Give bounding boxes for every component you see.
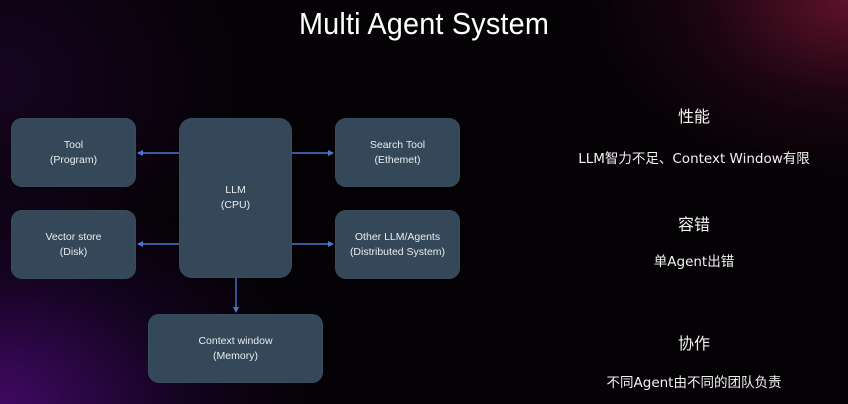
node-search-tool-sublabel: (Ethemet) [374,153,421,166]
node-llm-sublabel: (CPU) [220,199,251,211]
node-search-tool-label: Search Tool [369,138,426,151]
node-search-tool: Search Tool (Ethemet) [335,118,460,187]
reason-heading-fault-tolerance: 容错 [677,215,710,234]
node-vector-store: Vector store (Disk) [11,210,136,279]
reason-detail-performance: LLM智力不足、Context Window有限 [578,151,810,167]
node-vector-store-sublabel: (Disk) [59,245,88,258]
slide-title: Multi Agent System [298,6,550,41]
reason-heading-performance: 性能 [677,107,710,126]
reasons-panel: 性能 LLM智力不足、Context Window有限 容错 单Agent出错 … [540,0,848,404]
node-other-agents-label: Other LLM/Agents [354,230,441,243]
node-other-agents-sublabel: (Distributed System) [349,245,446,258]
reason-detail-fault-tolerance: 单Agent出错 [653,254,735,270]
reason-heading-collaboration: 协作 [677,334,710,353]
node-tool-sublabel: (Program) [49,153,98,166]
node-context-window-label: Context window [198,334,273,347]
node-llm-label: LLM [225,184,246,196]
node-tool: Tool (Program) [11,118,136,187]
node-other-agents: Other LLM/Agents (Distributed System) [335,210,460,279]
node-tool-label: Tool [63,138,84,151]
node-context-window: Context window (Memory) [148,314,323,383]
node-vector-store-label: Vector store [45,230,102,243]
node-llm: LLM (CPU) [179,118,292,278]
node-context-window-sublabel: (Memory) [213,349,258,362]
reason-detail-collaboration: 不同Agent由不同的团队负责 [606,375,782,391]
